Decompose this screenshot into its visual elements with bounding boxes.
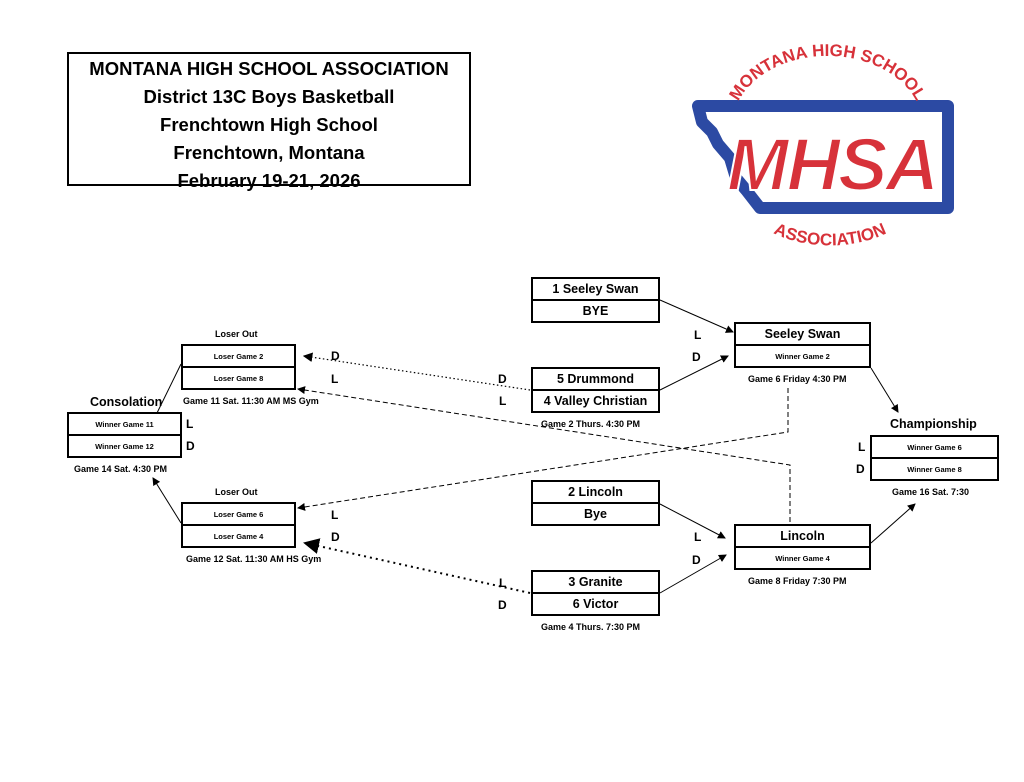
- slot-game8-team2: Winner Game 4: [734, 546, 871, 570]
- line-game4-loser-to-game12: [303, 538, 531, 594]
- title-line-2: District 13C Boys Basketball: [143, 86, 395, 107]
- slot-lincoln: 2 Lincoln: [531, 480, 660, 504]
- game12-caption: Game 12 Sat. 11:30 AM HS Gym: [186, 554, 322, 564]
- marker-game2-l: L: [499, 394, 507, 408]
- line-game6-loser-to-game12: [297, 388, 789, 511]
- marker-game6-l: L: [694, 328, 702, 342]
- slot-granite: 3 Granite: [531, 570, 660, 594]
- title-line-1: MONTANA HIGH SCHOOL ASSOCIATION: [89, 58, 449, 79]
- slot-consolation-team1: Winner Game 11: [67, 412, 182, 436]
- slot-game11-team2: Loser Game 8: [181, 366, 296, 390]
- line-game6-to-championship: [870, 367, 899, 413]
- marker-game6-d: D: [692, 350, 701, 364]
- game6-caption: Game 6 Friday 4:30 PM: [748, 374, 847, 384]
- marker-game4-l: L: [499, 576, 507, 590]
- title-line-5: February 19-21, 2026: [177, 170, 361, 191]
- slot-game11-team1: Loser Game 2: [181, 344, 296, 368]
- marker-game11-l: L: [331, 372, 339, 386]
- slot-drummond: 5 Drummond: [531, 367, 660, 391]
- line-game8-loser-to-game11: [297, 386, 791, 522]
- game2-caption: Game 2 Thurs. 4:30 PM: [541, 419, 641, 429]
- logo-main-text: MHSA: [727, 123, 937, 206]
- game12-heading: Loser Out: [215, 487, 258, 497]
- marker-game12-d: D: [331, 530, 340, 544]
- line-game2-to-game6: [659, 355, 729, 391]
- marker-game8-d: D: [692, 553, 701, 567]
- title-box: MONTANA HIGH SCHOOL ASSOCIATION District…: [67, 52, 471, 191]
- marker-champ-l: L: [858, 440, 866, 454]
- slot-game12-team1: Loser Game 6: [181, 502, 296, 526]
- slot-valley-christian: 4 Valley Christian: [531, 389, 660, 413]
- slot-victor: 6 Victor: [531, 592, 660, 616]
- consolation-caption: Game 14 Sat. 4:30 PM: [74, 464, 168, 474]
- title-line-3: Frenchtown High School: [160, 114, 378, 135]
- championship-caption: Game 16 Sat. 7:30: [892, 487, 970, 497]
- marker-game12-l: L: [331, 508, 339, 522]
- game11-heading: Loser Out: [215, 329, 258, 339]
- line-game12-to-consolation: [152, 477, 182, 524]
- slot-champ-team2: Winner Game 8: [870, 457, 999, 481]
- slot-game6-team1: Seeley Swan: [734, 322, 871, 346]
- slot-bye-2: Bye: [531, 502, 660, 526]
- game8-caption: Game 8 Friday 7:30 PM: [748, 576, 847, 586]
- marker-consolation-l: L: [186, 417, 194, 431]
- marker-game4-d: D: [498, 598, 507, 612]
- slot-champ-team1: Winner Game 6: [870, 435, 999, 459]
- game11-caption: Game 11 Sat. 11:30 AM MS Gym: [183, 396, 319, 406]
- game4-caption: Game 4 Thurs. 7:30 PM: [541, 622, 641, 632]
- marker-game8-l: L: [694, 530, 702, 544]
- marker-consolation-d: D: [186, 439, 195, 453]
- slot-seeley-swan: 1 Seeley Swan: [531, 277, 660, 301]
- line-bye1-to-game6: [659, 299, 734, 333]
- consolation-heading: Consolation: [90, 395, 163, 409]
- line-bye2-to-game8: [659, 503, 726, 539]
- marker-game11-d: D: [331, 349, 340, 363]
- slot-game8-team1: Lincoln: [734, 524, 871, 548]
- championship-heading: Championship: [890, 417, 977, 431]
- slot-game6-team2: Winner Game 2: [734, 344, 871, 368]
- line-game4-to-game8: [659, 554, 727, 594]
- mhsa-logo: MONTANA HIGH SCHOOL MHSA ASSOCIATION: [692, 41, 954, 250]
- line-game11-to-consolation: [156, 363, 182, 414]
- title-line-4: Frenchtown, Montana: [173, 142, 365, 163]
- marker-game2-d: D: [498, 372, 507, 386]
- slot-consolation-team2: Winner Game 12: [67, 434, 182, 458]
- montana-outline-icon: [692, 100, 954, 214]
- slot-game12-team2: Loser Game 4: [181, 524, 296, 548]
- slot-bye: BYE: [531, 299, 660, 323]
- line-game8-to-championship: [870, 503, 916, 544]
- marker-champ-d: D: [856, 462, 865, 476]
